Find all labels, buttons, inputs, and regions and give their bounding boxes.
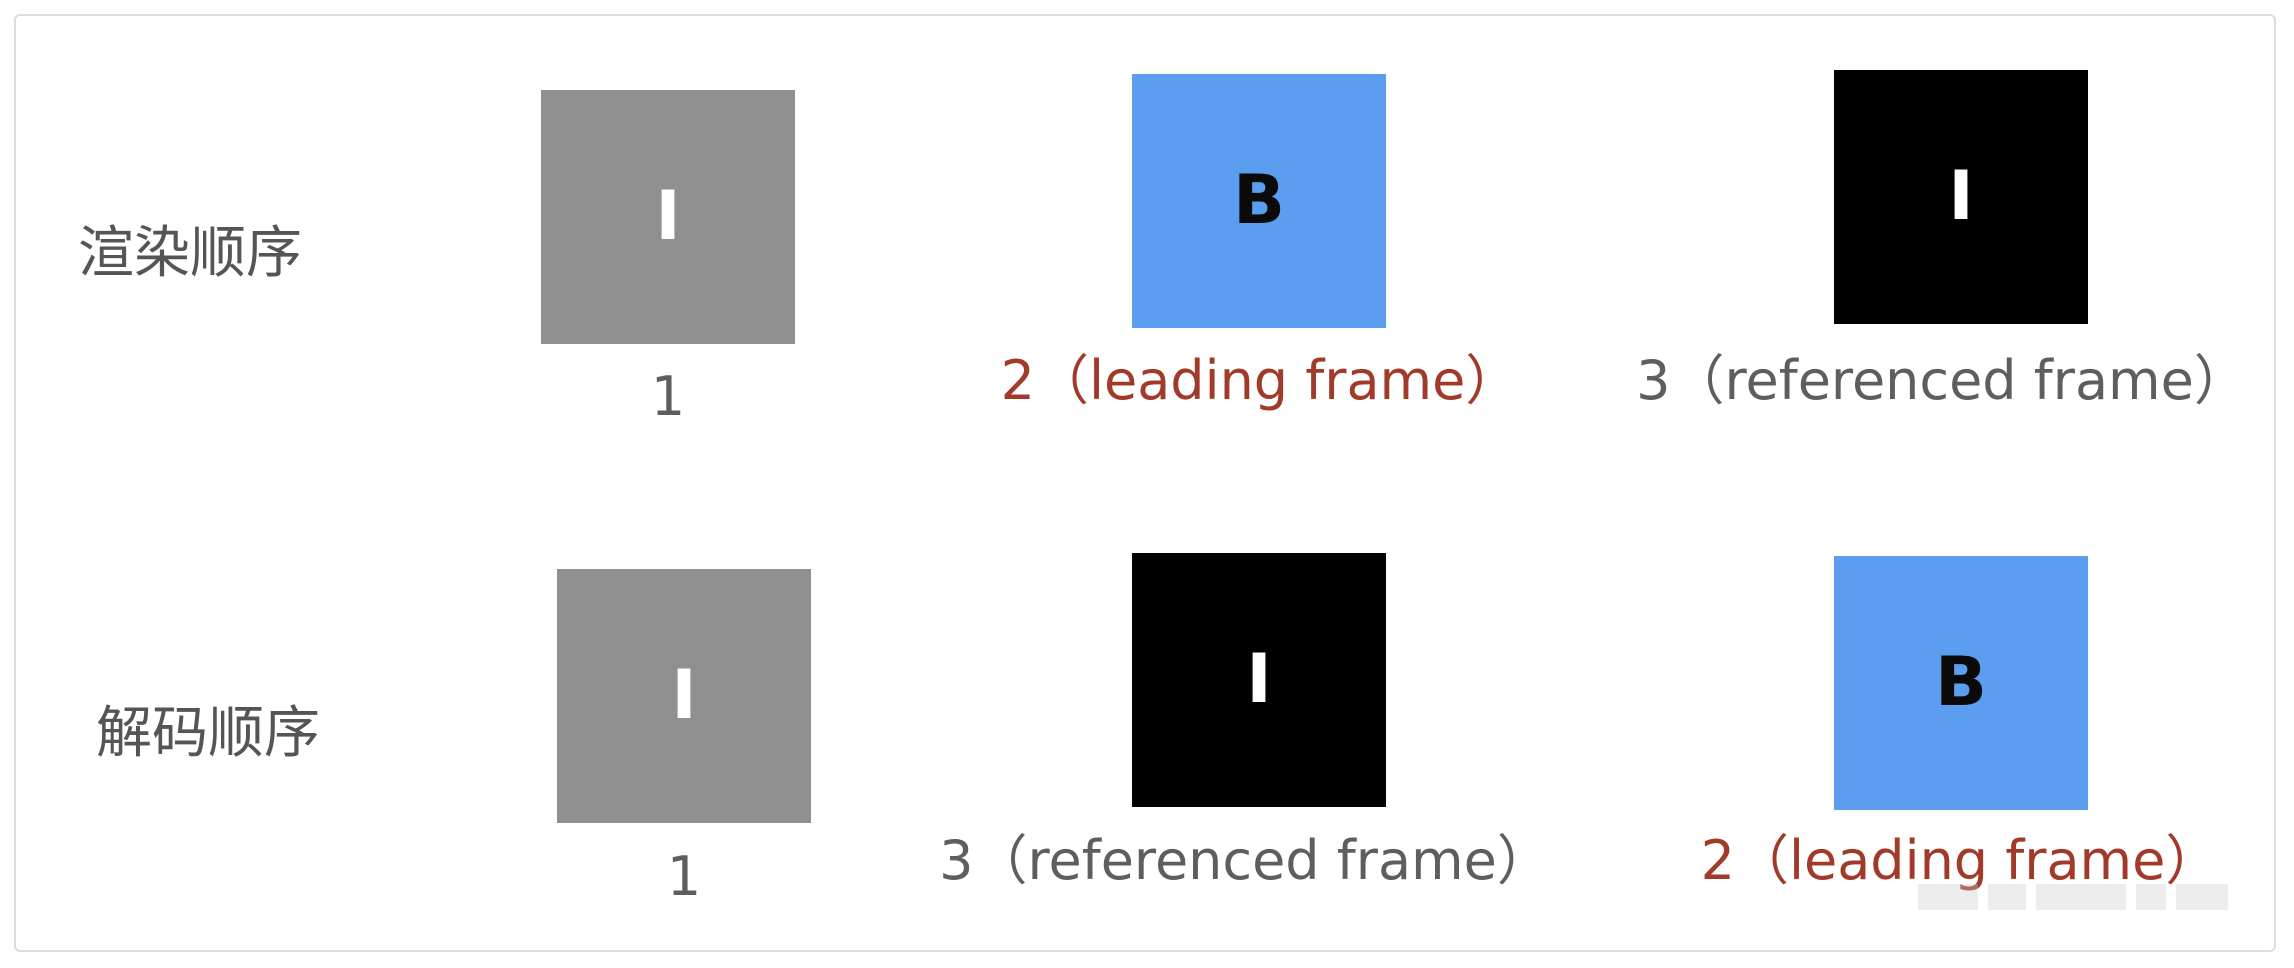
frame-caption-render-1: 1 — [650, 365, 686, 428]
frame-type-glyph: I — [1948, 157, 1974, 236]
row-label-render-order: 渲染顺序 — [78, 221, 302, 286]
frame-caption-decode-3: 2（leading frame） — [1700, 829, 2220, 892]
frame-box-decode-2: I — [1132, 553, 1386, 807]
frame-type-glyph: B — [1233, 161, 1285, 240]
frame-box-render-3: I — [1834, 70, 2088, 324]
figure-border — [14, 14, 2276, 952]
frame-box-render-1: I — [541, 90, 795, 344]
watermark — [1918, 884, 2238, 910]
frame-type-glyph: I — [1246, 640, 1272, 719]
frame-box-render-2: B — [1132, 74, 1386, 328]
frame-type-glyph: B — [1935, 643, 1987, 722]
frame-type-glyph: I — [671, 656, 697, 735]
frame-box-decode-3: B — [1834, 556, 2088, 810]
frame-caption-render-2: 2（leading frame） — [1000, 349, 1520, 412]
row-label-decode-order: 解码顺序 — [96, 701, 320, 766]
frame-caption-render-3: 3（referenced frame） — [1636, 349, 2248, 412]
frame-caption-decode-2: 3（referenced frame） — [939, 829, 1551, 892]
frame-caption-decode-1: 1 — [666, 845, 702, 908]
frame-box-decode-1: I — [557, 569, 811, 823]
frame-type-glyph: I — [655, 177, 681, 256]
